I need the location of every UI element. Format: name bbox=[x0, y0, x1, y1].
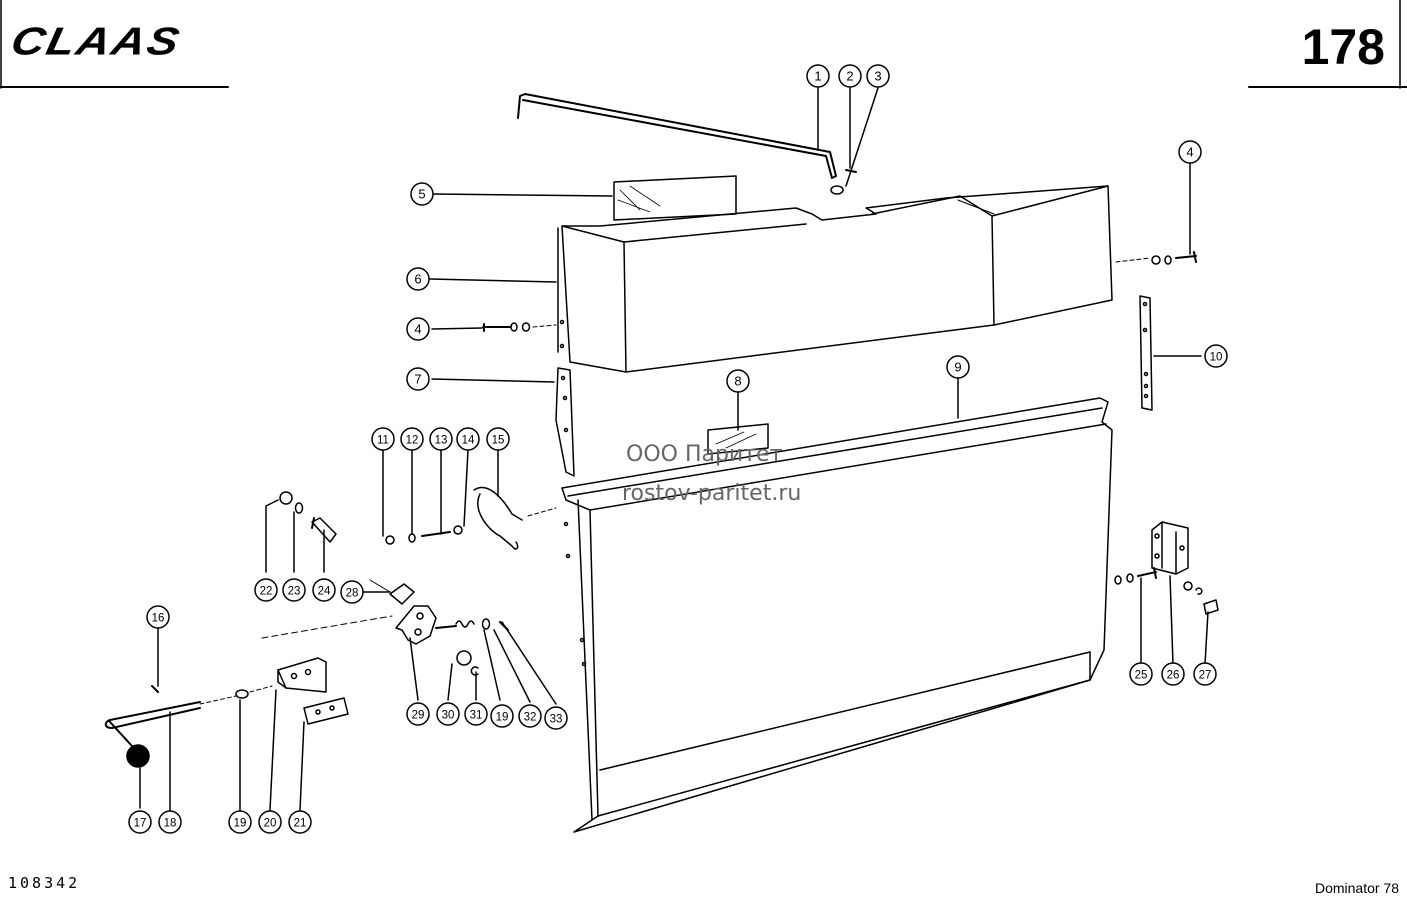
callout-label: 16 bbox=[152, 613, 165, 625]
callout-25: 25 bbox=[1129, 662, 1153, 686]
callout-label: 18 bbox=[164, 818, 177, 830]
handle-knob-part bbox=[126, 744, 150, 768]
callout-33: 33 bbox=[544, 706, 568, 730]
callout-6: 6 bbox=[406, 267, 430, 291]
hinge-part bbox=[1151, 521, 1189, 575]
callout-label: 9 bbox=[954, 360, 961, 375]
callout-label: 26 bbox=[1167, 670, 1180, 682]
cable-part bbox=[473, 486, 523, 550]
callout-label: 21 bbox=[294, 818, 307, 830]
drawing-number: 108342 bbox=[8, 874, 81, 892]
callout-20: 20 bbox=[258, 810, 282, 834]
callout-31: 31 bbox=[464, 702, 488, 726]
label-plate-part bbox=[613, 175, 737, 221]
callout-label: 24 bbox=[318, 586, 331, 598]
handle-rod-part bbox=[104, 701, 201, 747]
callout-label: 31 bbox=[470, 710, 483, 722]
callout-26: 26 bbox=[1161, 662, 1185, 686]
callout-label: 7 bbox=[414, 372, 421, 387]
callout-label: 23 bbox=[288, 586, 301, 598]
spring-part bbox=[455, 620, 475, 628]
callout-32: 32 bbox=[518, 704, 542, 728]
bracket-part bbox=[277, 657, 327, 693]
callout-label: 1 bbox=[814, 69, 821, 84]
page-number: 178 bbox=[1301, 19, 1385, 75]
sleeve-part bbox=[389, 583, 415, 605]
callout-18: 18 bbox=[158, 810, 182, 834]
callout-label: 10 bbox=[1210, 352, 1223, 364]
callout-7: 7 bbox=[406, 367, 430, 391]
callout-13: 13 bbox=[429, 427, 453, 451]
callout-label: 12 bbox=[406, 435, 419, 447]
callout-23: 23 bbox=[282, 578, 306, 602]
strip-part-10 bbox=[1139, 295, 1153, 411]
washer-part bbox=[830, 185, 844, 195]
callout-4: 4 bbox=[1178, 140, 1202, 164]
nut-part bbox=[385, 535, 395, 545]
decal-part bbox=[707, 423, 769, 455]
latch-part bbox=[395, 605, 437, 645]
callout-label: 2 bbox=[846, 69, 853, 84]
callout-label: 19 bbox=[234, 818, 247, 830]
callout-29: 29 bbox=[406, 702, 430, 726]
plate-part bbox=[303, 697, 349, 725]
callout-19: 19 bbox=[490, 704, 514, 728]
callout-label: 17 bbox=[134, 818, 147, 830]
callout-label: 13 bbox=[435, 435, 448, 447]
callout-label: 19 bbox=[496, 712, 509, 724]
callout-9: 9 bbox=[946, 355, 970, 379]
callout-label: 22 bbox=[260, 586, 273, 598]
callout-27: 27 bbox=[1193, 662, 1217, 686]
callout-label: 5 bbox=[418, 187, 425, 202]
callout-4: 4 bbox=[406, 317, 430, 341]
callout-28: 28 bbox=[340, 580, 364, 604]
callout-label: 25 bbox=[1135, 670, 1148, 682]
callout-2: 2 bbox=[838, 64, 862, 88]
callout-label: 3 bbox=[874, 69, 881, 84]
callout-label: 8 bbox=[734, 374, 741, 389]
callout-label: 20 bbox=[264, 818, 277, 830]
watermark-line-2: rostov-paritet.ru bbox=[622, 481, 802, 506]
callout-label: 6 bbox=[414, 272, 421, 287]
callout-label: 30 bbox=[442, 710, 455, 722]
strip-part-7 bbox=[555, 367, 575, 477]
callout-label: 33 bbox=[550, 714, 563, 726]
callout-label: 28 bbox=[346, 588, 359, 600]
model-name: Dominator 78 bbox=[1314, 880, 1399, 896]
callout-15: 15 bbox=[486, 427, 510, 451]
callout-5: 5 bbox=[410, 182, 434, 206]
callout-14: 14 bbox=[456, 427, 480, 451]
callout-10: 10 bbox=[1204, 344, 1228, 368]
watermark-line-1: ООО Паритет bbox=[626, 442, 783, 467]
side-panel-part bbox=[561, 397, 1113, 833]
callout-12: 12 bbox=[400, 427, 424, 451]
callout-label: 32 bbox=[524, 712, 537, 724]
callout-label: 29 bbox=[412, 710, 425, 722]
callout-30: 30 bbox=[436, 702, 460, 726]
callout-17: 17 bbox=[128, 810, 152, 834]
callout-3: 3 bbox=[866, 64, 890, 88]
callout-22: 22 bbox=[254, 578, 278, 602]
bushing-part bbox=[456, 650, 472, 666]
callout-label: 15 bbox=[492, 435, 505, 447]
callout-label: 14 bbox=[462, 435, 475, 447]
callout-label: 11 bbox=[377, 435, 389, 447]
callout-16: 16 bbox=[146, 605, 170, 629]
callout-8: 8 bbox=[726, 369, 750, 393]
callout-label: 27 bbox=[1199, 670, 1212, 682]
upper-cover-part bbox=[561, 185, 1113, 373]
callout-19: 19 bbox=[228, 810, 252, 834]
rod-part bbox=[517, 93, 837, 179]
callout-21: 21 bbox=[288, 810, 312, 834]
callout-24: 24 bbox=[312, 578, 336, 602]
bolt-part bbox=[1203, 599, 1219, 615]
callout-label: 4 bbox=[414, 322, 421, 337]
callout-1: 1 bbox=[806, 64, 830, 88]
callout-label: 4 bbox=[1186, 145, 1193, 160]
callout-11: 11 bbox=[371, 427, 395, 451]
knob-nut-part bbox=[279, 491, 293, 505]
